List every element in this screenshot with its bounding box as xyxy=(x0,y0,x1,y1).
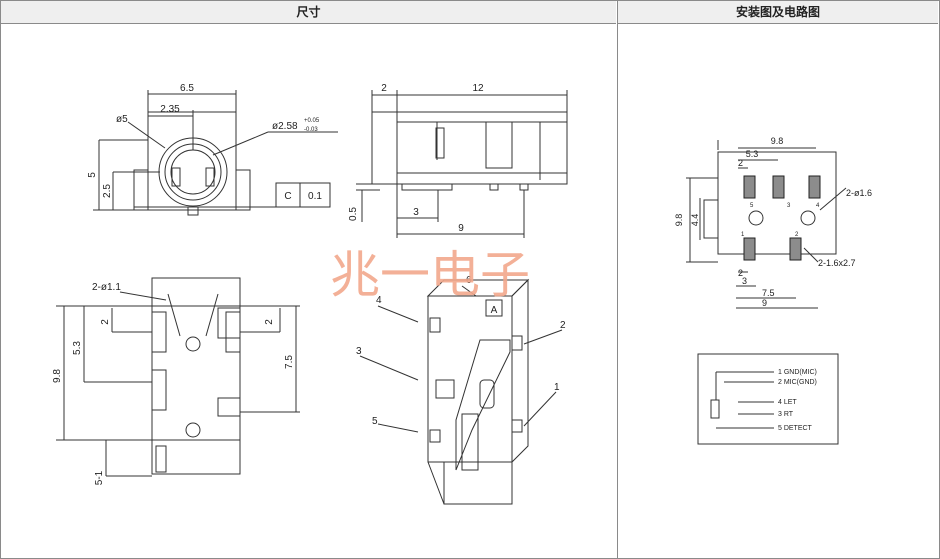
pad-1 xyxy=(743,237,756,261)
circuit-pin-1: 1 GND(MIC) xyxy=(778,369,817,376)
pcb-pin-4: 4 xyxy=(816,203,820,209)
front-height: 5 xyxy=(87,172,98,178)
front-offset: 2.35 xyxy=(160,104,180,115)
flatness-value-box xyxy=(299,182,331,208)
pcb-pads xyxy=(743,175,821,261)
side-front-collar xyxy=(371,111,398,185)
bottom-hole-top xyxy=(185,336,201,352)
bottom-hole-bottom xyxy=(185,422,201,438)
pcb-d2-bottom: 2 xyxy=(738,268,743,278)
bottom-dim-2-left: 2 xyxy=(100,319,111,325)
iso-pin-2: 2 xyxy=(560,320,566,331)
side-view xyxy=(356,90,568,238)
bottom-dim-51: 5-1 xyxy=(94,470,105,485)
front-tol-minus: -0.03 xyxy=(304,127,318,133)
front-view xyxy=(93,90,338,216)
iso-pin-6: 6 xyxy=(466,275,472,286)
circuit-schematic xyxy=(697,353,839,445)
front-contact-right xyxy=(205,167,215,187)
pcb-d75: 7.5 xyxy=(762,288,775,298)
pcb-d3: 3 xyxy=(742,276,747,286)
circuit-pin-2: 2 MIC(GND) xyxy=(778,379,817,386)
schematic-box xyxy=(697,353,839,445)
labels: 6.5 2.35 ø5 ø2.58 +0.05 -0.03 5 2.5 C 0.… xyxy=(52,83,872,485)
schematic-plug xyxy=(710,399,720,419)
bottom-view xyxy=(56,277,300,477)
front-contact-left xyxy=(171,167,181,187)
iso-marking-box xyxy=(485,299,503,317)
bottom-dim-53: 5.3 xyxy=(72,341,83,355)
front-tol-plus: +0.05 xyxy=(304,118,320,124)
side-lead: 2 xyxy=(381,83,387,94)
pcb-pad-label: 2-1.6x2.7 xyxy=(818,258,856,268)
pad-3 xyxy=(772,175,785,199)
front-left-tab xyxy=(133,169,149,211)
side-pin-pitch: 3 xyxy=(413,207,419,218)
pcb-height: 9.8 xyxy=(674,214,684,227)
pad-2 xyxy=(789,237,802,261)
bottom-body xyxy=(151,277,241,475)
pad-5 xyxy=(743,175,756,199)
flatness-value: 0.1 xyxy=(308,191,322,202)
pcb-pin-1: 1 xyxy=(741,232,745,238)
front-hole-dia: ø2.58 xyxy=(272,121,298,132)
pcb-pin-2: 2 xyxy=(795,232,799,238)
side-length: 12 xyxy=(472,83,484,94)
front-body xyxy=(147,111,237,211)
pcb-hole: 2-ø1.6 xyxy=(846,188,872,198)
front-hole xyxy=(170,149,216,195)
iso-marking: A xyxy=(491,305,498,316)
pcb-pin-3: 3 xyxy=(787,203,791,209)
circuit-pin-3: 3 RT xyxy=(778,411,794,418)
circuit-pin-4: 4 LET xyxy=(778,399,797,406)
front-inner-ring xyxy=(164,143,222,201)
bottom-dim-2-right: 2 xyxy=(264,319,275,325)
iso-front-face xyxy=(427,295,513,463)
pcb-width-top: 9.8 xyxy=(771,136,784,146)
front-right-tab xyxy=(235,169,251,211)
side-pin-span: 9 xyxy=(458,223,464,234)
front-width: 6.5 xyxy=(180,83,194,94)
pcb-d2-top: 2 xyxy=(738,158,743,168)
front-dia-body: ø5 xyxy=(116,114,128,125)
pcb-d44: 4.4 xyxy=(690,214,700,227)
bottom-hole-callout: 2-ø1.1 xyxy=(92,282,121,293)
iso-view xyxy=(359,278,563,505)
header-dimensions: 尺寸 xyxy=(1,1,616,24)
side-pin-height: 0.5 xyxy=(348,207,359,221)
pcb-d53: 5.3 xyxy=(746,149,759,159)
watermark-text: 兆一电子 xyxy=(330,246,530,304)
pcb-hole-left xyxy=(748,210,764,226)
iso-pin-4: 4 xyxy=(376,295,382,306)
iso-pin-5: 5 xyxy=(372,416,378,427)
circuit-pin-5: 5 DETECT xyxy=(778,425,813,432)
iso-pin-3: 3 xyxy=(356,346,362,357)
pcb-d9: 9 xyxy=(762,298,767,308)
iso-pin-1: 1 xyxy=(554,382,560,393)
header-mounting-circuit: 安装图及电路图 xyxy=(618,1,938,24)
front-center: 2.5 xyxy=(102,184,113,198)
flatness-symbol: C xyxy=(284,191,291,202)
pad-4 xyxy=(808,175,821,199)
panel-divider xyxy=(617,0,618,559)
bottom-dim-98: 9.8 xyxy=(52,369,63,383)
bottom-dim-75: 7.5 xyxy=(284,355,295,369)
pcb-pin-5: 5 xyxy=(750,203,754,209)
pcb-hole-right xyxy=(800,210,816,226)
pcb-layout xyxy=(686,140,847,309)
